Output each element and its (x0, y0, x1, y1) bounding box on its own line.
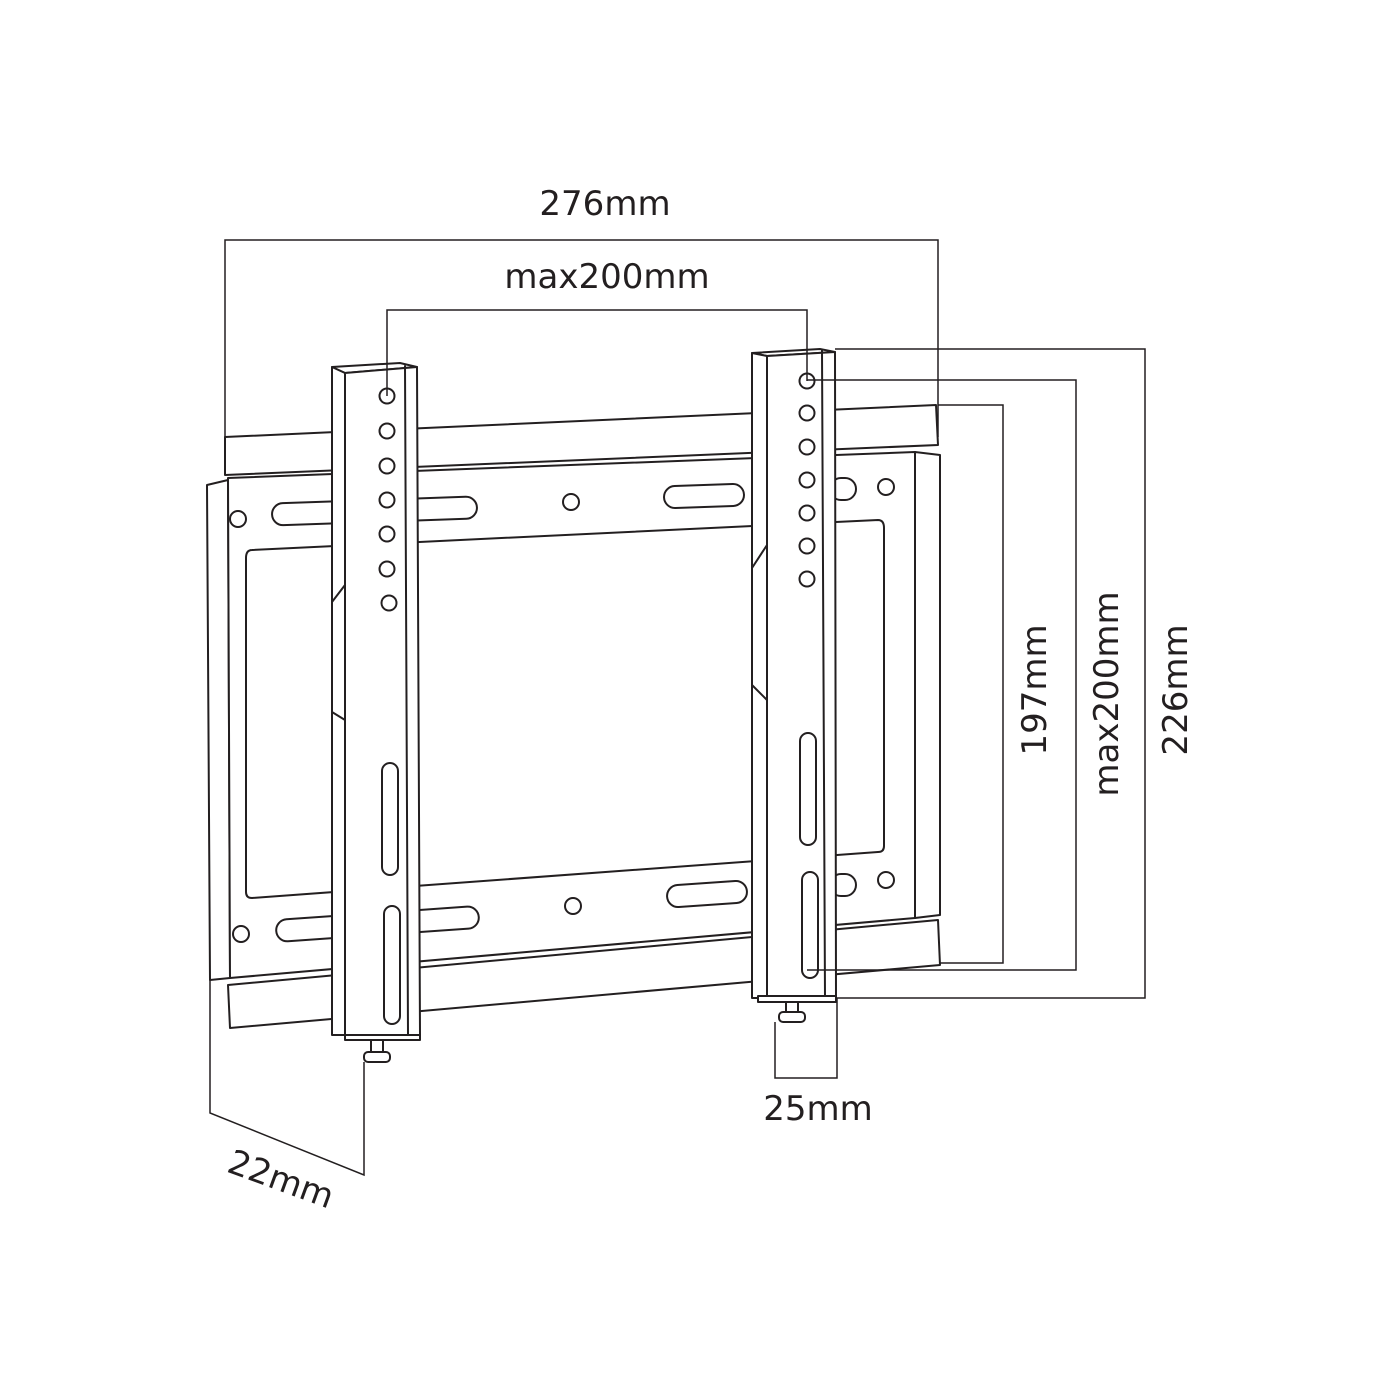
label-depth: 22mm (222, 1142, 339, 1217)
label-arm-width: 25mm (763, 1089, 873, 1129)
label-vesa-horizontal: max200mm (504, 257, 709, 297)
label-overall-width: 276mm (539, 184, 670, 224)
left-bracket-arm (331, 362, 421, 1063)
label-vesa-vertical: max200mm (1087, 591, 1127, 796)
dimension-lines (209, 239, 1146, 1177)
label-inner-height: 197mm (1015, 624, 1055, 755)
label-overall-height: 226mm (1156, 624, 1196, 755)
right-bracket-arm (751, 348, 837, 1023)
